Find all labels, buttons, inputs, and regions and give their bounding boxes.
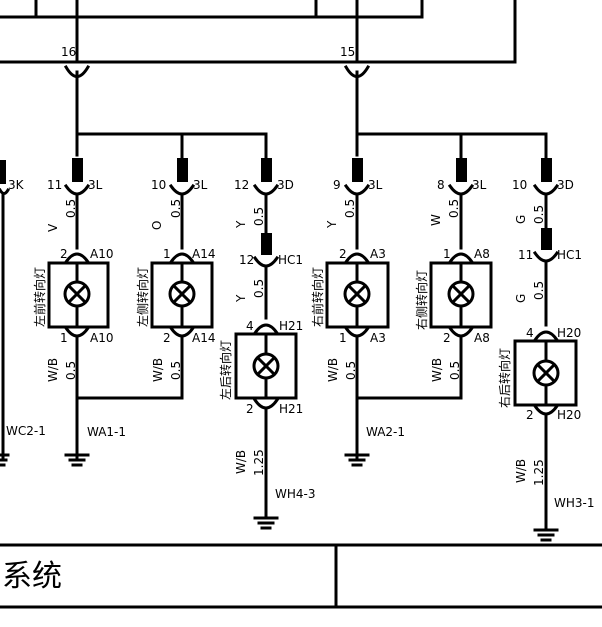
rear-left-wire2-color: Y	[234, 294, 248, 303]
side-right-conn-bot-pin: 2	[443, 331, 451, 345]
lamp-front-left	[47, 158, 184, 460]
side-left-top-code: 3L	[193, 178, 208, 192]
side-left-conn-top-pin: 1	[163, 247, 171, 261]
rear-left-wire-gauge: 0.5	[252, 207, 266, 226]
ground-symbol-wa1	[64, 453, 90, 467]
front-left-wire-color: V	[46, 223, 60, 232]
rear-left-top-pin: 12	[234, 178, 249, 192]
front-right-conn-top-pin: 2	[339, 247, 347, 261]
rear-right-top-code: 3D	[557, 178, 574, 192]
rear-left-conn-top: H21	[279, 319, 303, 333]
ground-label-wa2: WA2-1	[366, 425, 405, 439]
side-right-lamp-name: 右侧转向灯	[414, 270, 429, 330]
front-right-wire-gauge: 0.5	[343, 199, 357, 218]
side-right-conn-top-pin: 1	[443, 247, 451, 261]
side-left-conn-bot-pin: 2	[163, 331, 171, 345]
lamp-rear-left	[234, 158, 298, 530]
side-left-wire-color: O	[150, 221, 164, 230]
group2-wiring	[355, 70, 548, 160]
rear-right-top-pin: 10	[512, 178, 527, 192]
bus-pin-15: 15	[340, 45, 355, 59]
left-partial-circuit	[0, 160, 11, 467]
rear-right-wire-gauge: 0.5	[532, 205, 546, 224]
side-right-top-code: 3L	[472, 178, 487, 192]
front-right-wire2-gauge: 0.5	[344, 361, 358, 380]
rear-right-wire2-color: G	[514, 294, 528, 303]
rear-left-wire3-color: W/B	[234, 450, 248, 474]
rear-right-conn-top: H20	[557, 326, 581, 340]
title-text: 系统	[2, 559, 62, 594]
ground-symbol-wa2	[344, 453, 370, 467]
front-right-conn-bot-pin: 1	[339, 331, 347, 345]
rear-right-hc: HC1	[557, 248, 582, 262]
rear-right-conn-bot-pin: 2	[526, 408, 534, 422]
front-left-wire-gauge: 0.5	[64, 199, 78, 218]
front-left-wire2-gauge: 0.5	[64, 361, 78, 380]
front-right-top-pin: 9	[333, 178, 341, 192]
side-left-lamp-name: 左侧转向灯	[135, 267, 150, 327]
rear-right-wire2-gauge: 0.5	[532, 281, 546, 300]
top-frame	[0, 0, 517, 64]
group1-wiring	[75, 70, 268, 160]
side-left-conn-bot: A14	[192, 331, 215, 345]
rear-left-wire-color: Y	[234, 220, 248, 229]
rear-left-hc-pin: 12	[239, 253, 254, 267]
lamp-rear-right	[513, 158, 578, 542]
front-right-conn-bot: A3	[370, 331, 386, 345]
front-right-wire-color: Y	[325, 220, 339, 229]
bus-pin-16: 16	[61, 45, 76, 59]
rear-left-wire2-gauge: 0.5	[252, 279, 266, 298]
lamp-side-right	[429, 158, 493, 400]
side-left-wire2-color: W/B	[151, 358, 165, 382]
rear-left-conn-bot-pin: 2	[246, 402, 254, 416]
front-right-top-code: 3L	[368, 178, 383, 192]
lamp-side-left	[150, 158, 214, 400]
rear-right-wire-color: G	[514, 215, 528, 224]
front-left-lamp-name: 左前转向灯	[32, 267, 47, 327]
rear-right-lamp-name: 右后转向灯	[497, 348, 512, 408]
rear-left-wire3-gauge: 1.25	[252, 449, 266, 476]
rear-right-conn-bot: H20	[557, 408, 581, 422]
side-right-wire-gauge: 0.5	[447, 199, 461, 218]
side-left-conn-top: A14	[192, 247, 215, 261]
side-left-top-pin: 10	[151, 178, 166, 192]
side-right-top-pin: 8	[437, 178, 445, 192]
front-left-top-code: 3L	[88, 178, 103, 192]
side-right-conn-top: A8	[474, 247, 490, 261]
rear-right-hc-pin: 11	[518, 248, 533, 262]
side-right-wire2-gauge: 0.5	[448, 361, 462, 380]
ground-label-wh4: WH4-3	[275, 487, 316, 501]
front-left-conn-bot: A10	[90, 331, 113, 345]
front-left-conn-top-pin: 2	[60, 247, 68, 261]
ground-label-wa1: WA1-1	[87, 425, 126, 439]
rear-left-conn-top-pin: 4	[246, 319, 254, 333]
side-right-wire2-color: W/B	[430, 358, 444, 382]
lamp-front-right	[325, 158, 463, 460]
rear-left-conn-bot: H21	[279, 402, 303, 416]
ground-label-wc2: WC2-1	[6, 424, 46, 438]
rear-left-top-code: 3D	[277, 178, 294, 192]
side-right-conn-bot: A8	[474, 331, 490, 345]
side-right-wire-color: W	[429, 214, 443, 226]
rear-left-hc: HC1	[278, 253, 303, 267]
front-left-wire2-color: W/B	[46, 358, 60, 382]
rear-left-lamp-name: 左后转向灯	[218, 340, 233, 400]
rear-right-wire3-color: W/B	[514, 459, 528, 483]
front-left-conn-bot-pin: 1	[60, 331, 68, 345]
side-left-wire-gauge: 0.5	[169, 199, 183, 218]
front-right-wire2-color: W/B	[326, 358, 340, 382]
rear-right-conn-top-pin: 4	[526, 326, 534, 340]
title-block	[0, 543, 602, 609]
ground-label-wh3: WH3-1	[554, 496, 595, 510]
front-right-conn-top: A3	[370, 247, 386, 261]
front-left-conn-top: A10	[90, 247, 113, 261]
front-right-lamp-name: 右前转向灯	[310, 267, 325, 327]
left-pin-tag: 3K	[8, 178, 25, 192]
rear-right-wire3-gauge: 1.25	[532, 459, 546, 486]
side-left-wire2-gauge: 0.5	[169, 361, 183, 380]
front-left-top-pin: 11	[47, 178, 62, 192]
